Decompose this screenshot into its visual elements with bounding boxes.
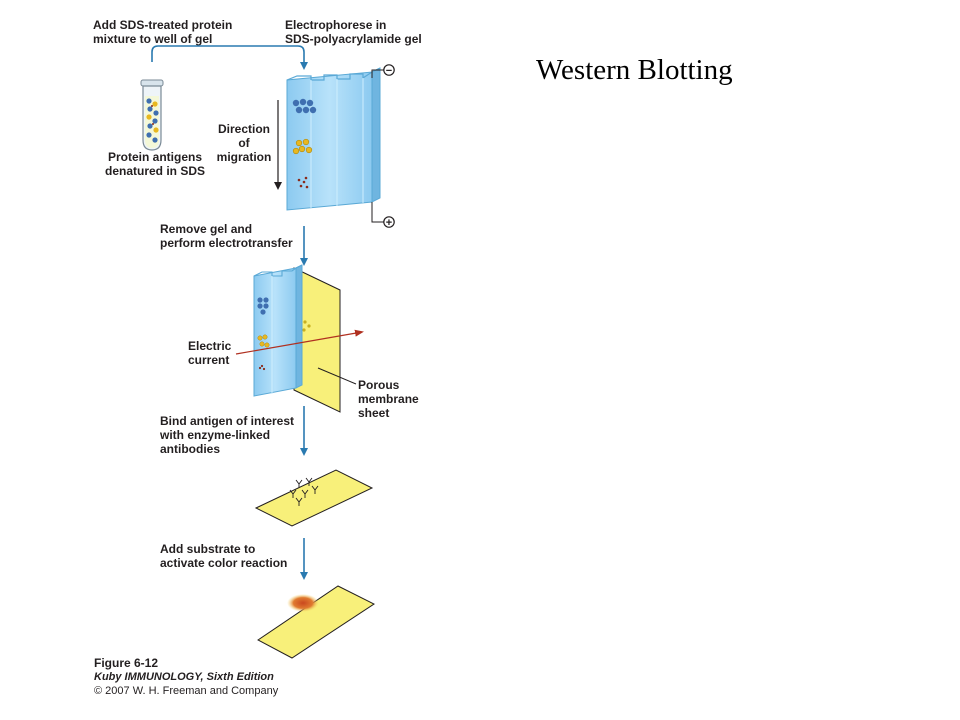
- porous-membrane-label: Porous membrane sheet: [358, 378, 419, 420]
- gel-band-yellow: [292, 138, 313, 155]
- electric-current-arrow: [235, 329, 364, 355]
- slide-title: Western Blotting: [536, 54, 733, 86]
- negative-electrode: −: [371, 64, 395, 78]
- step-electrophorese-label: Electrophorese in SDS-polyacrylamide gel: [285, 18, 422, 46]
- electrophoresis-gel: [286, 67, 381, 211]
- step-bind-antigen-label: Bind antigen of interest with enzyme-lin…: [160, 414, 295, 456]
- positive-sign: +: [386, 217, 392, 229]
- color-reaction-spot: [287, 594, 319, 612]
- transfer-gel: [253, 264, 303, 397]
- negative-sign: −: [386, 65, 392, 77]
- positive-electrode: +: [371, 202, 395, 229]
- book-title: Kuby IMMUNOLOGY, Sixth Edition: [94, 671, 274, 683]
- test-tube-icon: [140, 79, 164, 151]
- antibody-icons: [289, 477, 319, 506]
- protein-dots: [146, 98, 159, 143]
- electric-current-label: Electric current: [188, 339, 232, 367]
- membrane-color-reaction: [257, 585, 375, 659]
- gel-band-red: [297, 176, 309, 189]
- load-sample-arrow: [151, 45, 308, 70]
- figure-caption: Figure 6-12 Kuby IMMUNOLOGY, Sixth Editi…: [94, 656, 278, 698]
- step-add-substrate-label: Add substrate to activate color reaction: [160, 542, 288, 570]
- copyright-line: © 2007 W. H. Freeman and Company: [94, 685, 279, 697]
- direction-of-migration-label: Direction of migration: [216, 122, 272, 164]
- membrane-with-antibodies: [254, 469, 374, 527]
- gel-band-blue: [292, 98, 317, 114]
- step-add-mixture-label: Add SDS-treated protein mixture to well …: [93, 18, 233, 46]
- membrane-leader-line: [317, 367, 357, 385]
- step-remove-gel-label: Remove gel and perform electrotransfer: [160, 222, 293, 250]
- figure-number: Figure 6-12: [94, 656, 159, 670]
- protein-antigens-label: Protein antigens denatured in SDS: [104, 150, 205, 178]
